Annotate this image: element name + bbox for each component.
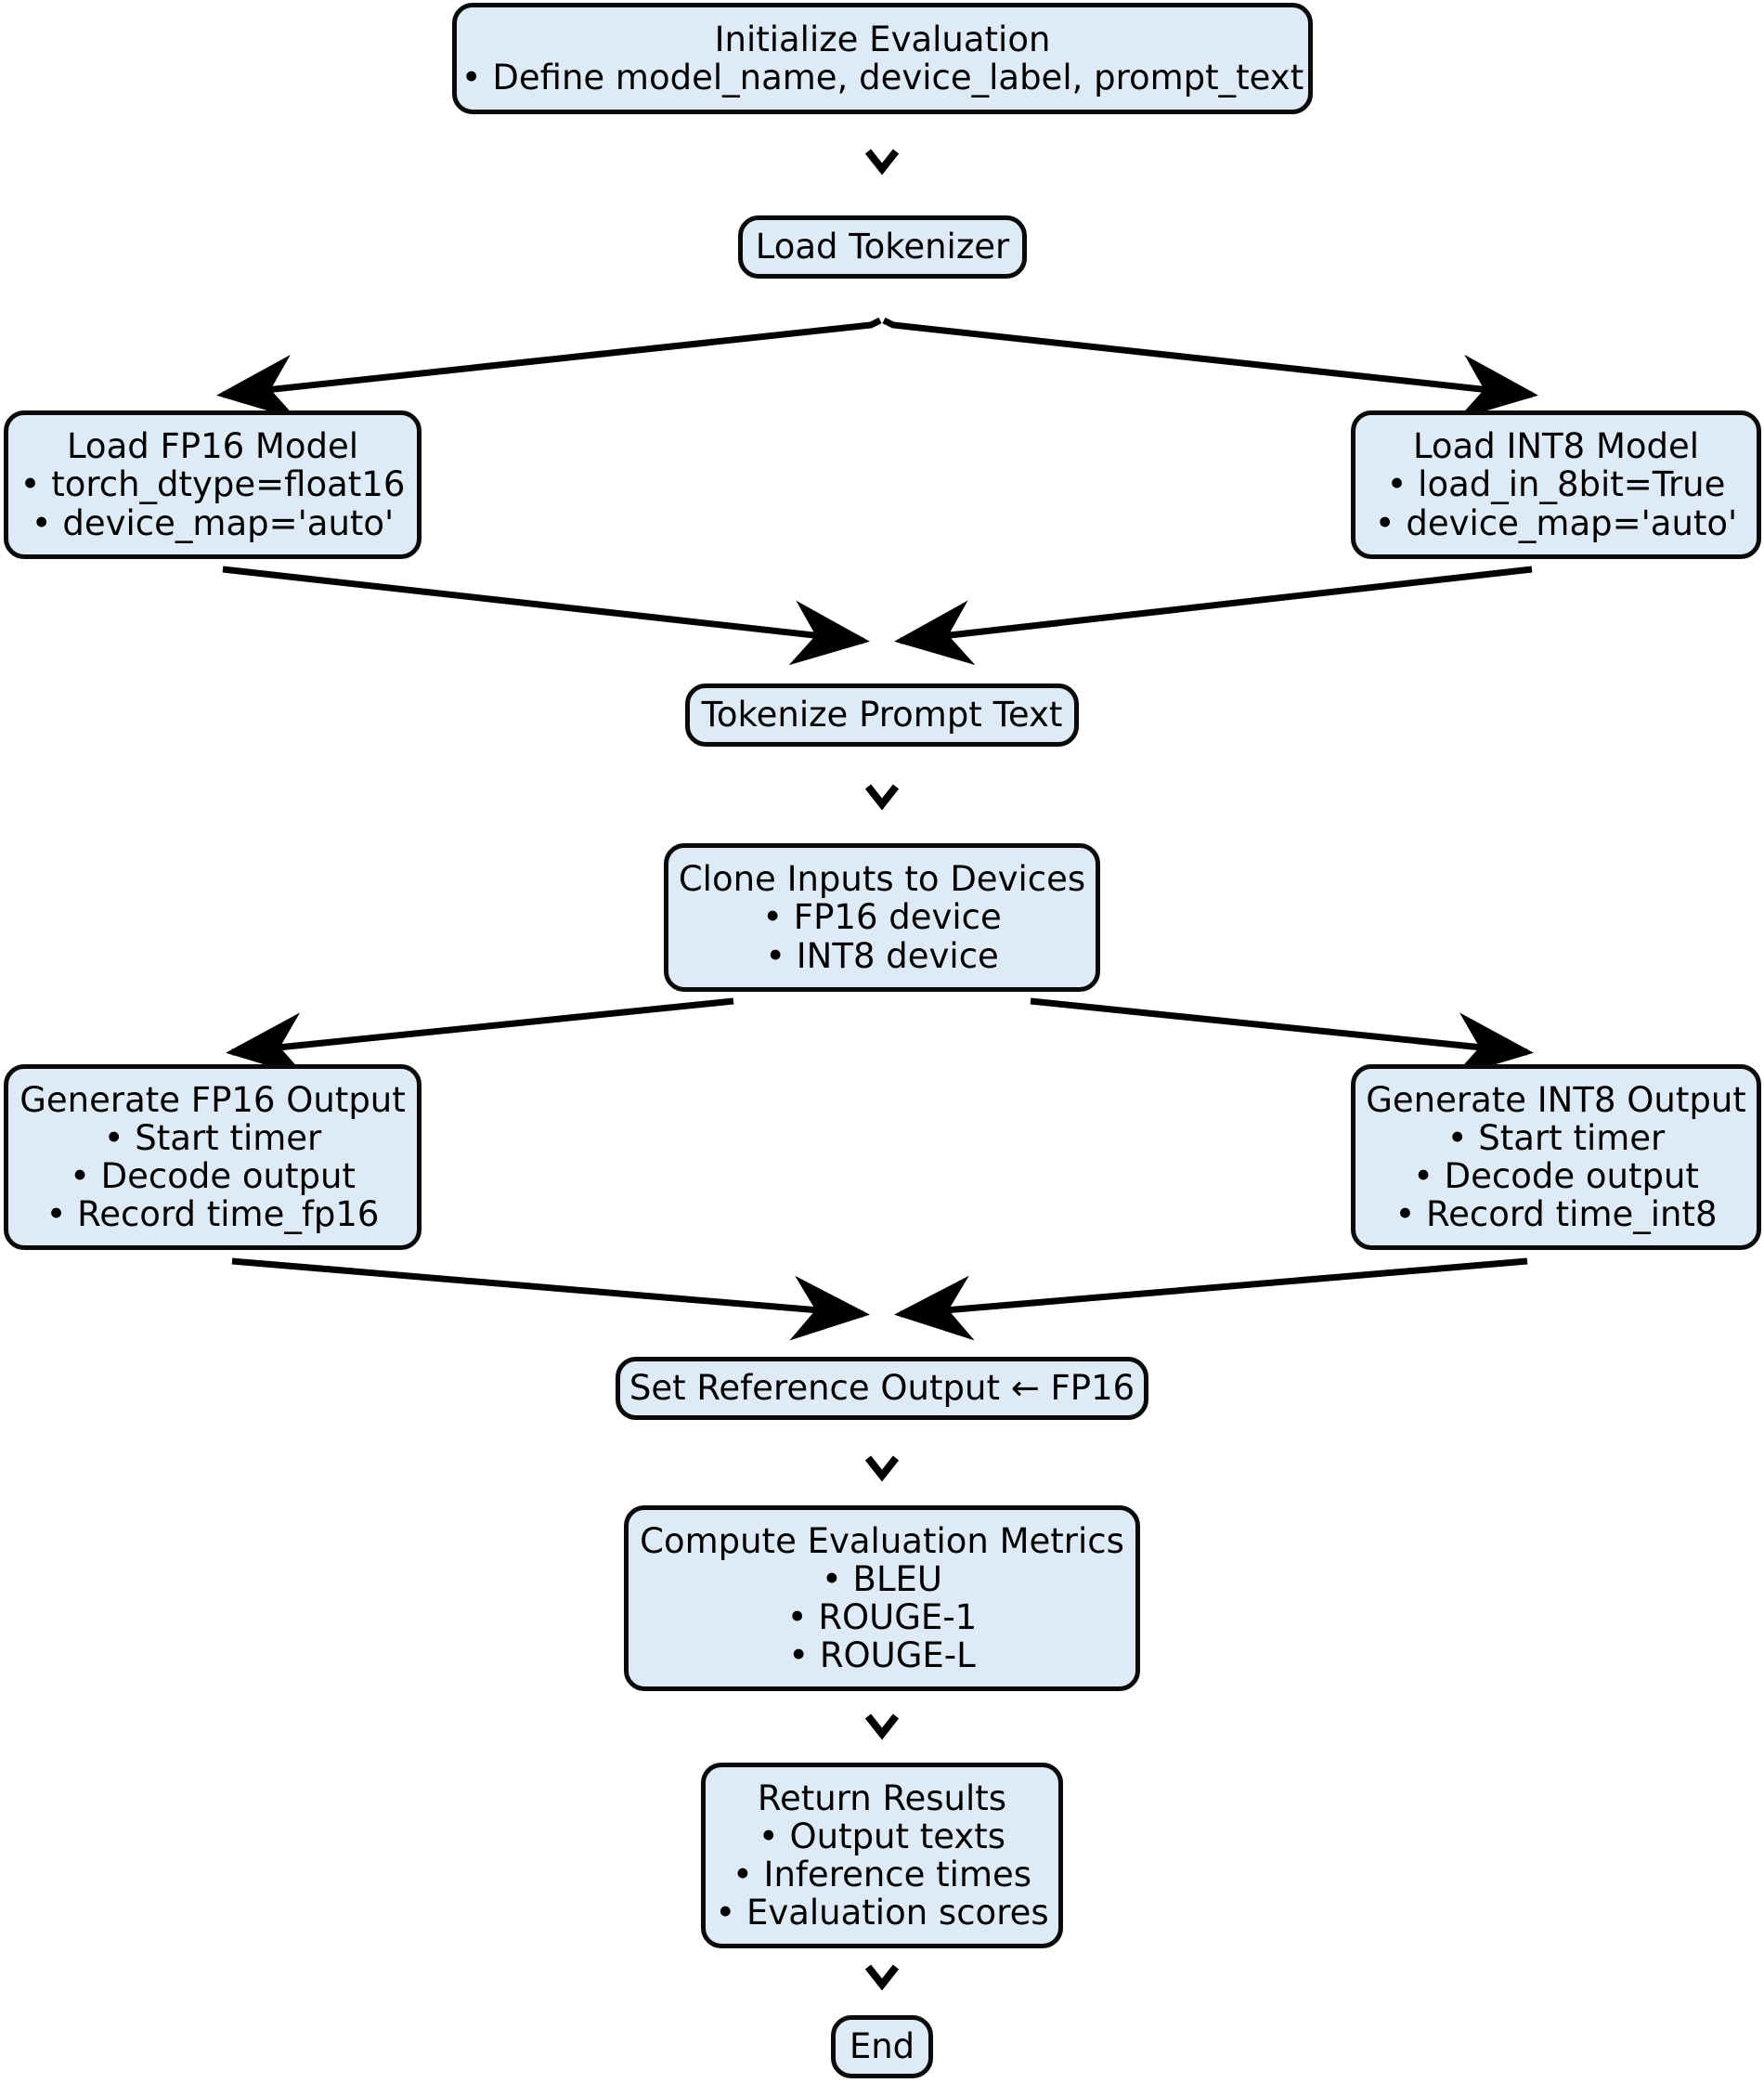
edge-clone-to-genint8 xyxy=(1030,997,1534,1077)
node-title: Generate FP16 Output xyxy=(19,1079,406,1120)
node-title: Initialize Evaluation xyxy=(714,19,1051,59)
node-compute-evaluation-metrics[interactable]: Compute Evaluation Metrics • BLEU • ROUG… xyxy=(624,1505,1140,1691)
edge-init-to-tokenizer xyxy=(864,149,900,176)
node-title: End xyxy=(849,2026,915,2067)
edge-tokenizer-to-fp16 xyxy=(216,317,882,420)
node-title: Load Tokenizer xyxy=(755,227,1010,267)
node-title: Clone Inputs to Devices xyxy=(678,859,1086,900)
node-load-fp16-model[interactable]: Load FP16 Model • torch_dtype=float16 • … xyxy=(4,410,422,559)
node-set-reference-output[interactable]: Set Reference Output ← FP16 xyxy=(616,1357,1148,1420)
node-bullet: • Evaluation scores xyxy=(715,1893,1049,1933)
node-bullet: • Define model_name, device_label, promp… xyxy=(460,58,1304,98)
edge-genfp16-to-setref xyxy=(231,1257,870,1341)
node-bullet: • INT8 device xyxy=(765,935,999,976)
node-bullet: • Decode output xyxy=(70,1156,356,1196)
node-title: Tokenize Prompt Text xyxy=(701,695,1063,736)
node-title: Compute Evaluation Metrics xyxy=(640,1520,1124,1561)
edge-tokenizer-to-int8 xyxy=(882,317,1538,420)
node-bullet: • Inference times xyxy=(732,1855,1032,1894)
node-bullet: • BLEU xyxy=(821,1558,943,1599)
node-clone-inputs-to-devices[interactable]: Clone Inputs to Devices • FP16 device • … xyxy=(664,843,1100,992)
node-bullet: • Record time_fp16 xyxy=(45,1194,380,1235)
node-bullet: • Start timer xyxy=(103,1117,322,1158)
node-bullet: • ROUGE-1 xyxy=(786,1597,978,1637)
node-bullet: • Output texts xyxy=(758,1816,1006,1856)
node-bullet: • device_map='auto' xyxy=(1374,502,1738,543)
node-bullet: • device_map='auto' xyxy=(31,502,395,543)
node-initialize-evaluation[interactable]: Initialize Evaluation • Define model_nam… xyxy=(452,3,1313,114)
node-title: Generate INT8 Output xyxy=(1366,1079,1746,1120)
node-bullet: • Record time_int8 xyxy=(1394,1194,1718,1235)
node-bullet: • Decode output xyxy=(1413,1156,1699,1196)
node-title: Return Results xyxy=(757,1777,1007,1818)
node-generate-fp16-output[interactable]: Generate FP16 Output • Start timer • Dec… xyxy=(4,1064,422,1250)
node-bullet: • FP16 device xyxy=(762,897,1002,938)
node-title: Load FP16 Model xyxy=(66,426,359,467)
node-load-int8-model[interactable]: Load INT8 Model • load_in_8bit=True • de… xyxy=(1351,410,1761,559)
edge-setref-to-metrics xyxy=(864,1455,900,1482)
node-bullet: • load_in_8bit=True xyxy=(1386,464,1726,505)
node-return-results[interactable]: Return Results • Output texts • Inferenc… xyxy=(701,1763,1063,1948)
node-bullet: • Start timer xyxy=(1446,1117,1666,1158)
node-tokenize-prompt-text[interactable]: Tokenize Prompt Text xyxy=(685,683,1079,747)
node-title: Load INT8 Model xyxy=(1412,426,1700,467)
node-bullet: • torch_dtype=float16 xyxy=(19,464,406,505)
edge-genint8-to-setref xyxy=(894,1257,1528,1341)
edge-metrics-to-results xyxy=(864,1713,900,1740)
edge-int8-to-tokenize xyxy=(894,566,1533,666)
node-bullet: • ROUGE-L xyxy=(788,1635,976,1676)
edge-clone-to-genfp16 xyxy=(226,997,734,1078)
node-generate-int8-output[interactable]: Generate INT8 Output • Start timer • Dec… xyxy=(1351,1064,1761,1250)
edge-fp16-to-tokenize xyxy=(222,566,870,666)
node-end[interactable]: End xyxy=(831,2015,933,2078)
edge-tokenize-to-clone xyxy=(864,784,900,811)
node-title: Set Reference Output ← FP16 xyxy=(629,1368,1135,1409)
edge-results-to-end xyxy=(864,1964,900,1991)
node-load-tokenizer[interactable]: Load Tokenizer xyxy=(738,215,1027,279)
